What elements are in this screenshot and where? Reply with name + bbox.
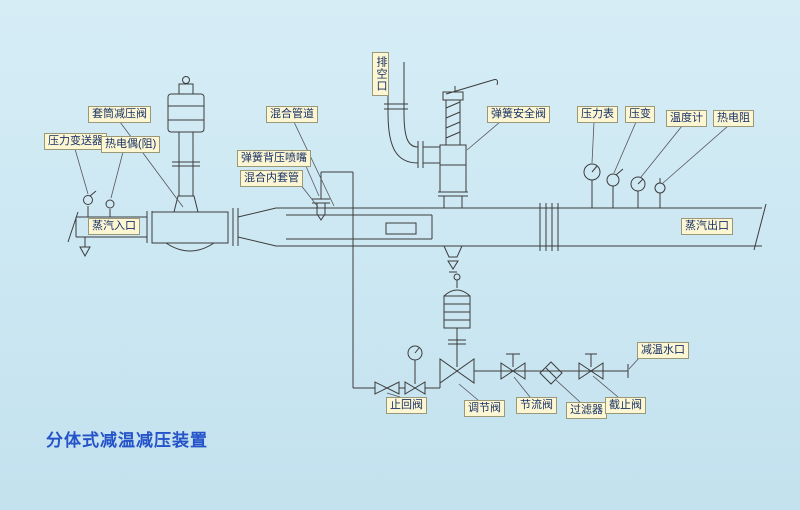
label-stop-valve: 截止阀	[605, 397, 646, 414]
mixing-nozzle-and-riser	[312, 171, 375, 389]
label-mixing-inner-sleeve: 混合内套管	[240, 170, 303, 187]
label-steam-outlet: 蒸汽出口	[681, 218, 733, 235]
label-pressure-gauge: 压力表	[577, 106, 618, 123]
main-steam-pipe	[67, 203, 767, 251]
label-spring-backpressure-nozzle: 弹簧背压喷嘴	[237, 150, 311, 167]
label-pressure-transducer: 压变	[625, 106, 655, 123]
inlet-instruments	[79, 190, 115, 258]
label-mixing-pipe: 混合管道	[266, 106, 318, 123]
label-strainer: 过滤器	[566, 402, 607, 419]
outlet-instruments	[583, 163, 666, 208]
diagram-title: 分体式减温减压装置	[46, 431, 208, 450]
label-pressure-transmitter: 压力变送器	[44, 133, 107, 150]
label-control-valve: 调节阀	[464, 400, 505, 417]
cooling-water-line	[374, 273, 629, 395]
label-vent-port: 排空口	[372, 52, 389, 96]
label-spring-safety-valve: 弹簧安全阀	[487, 106, 550, 123]
label-thermometer: 温度计	[666, 110, 707, 127]
label-steam-inlet: 蒸汽入口	[88, 218, 140, 235]
label-cooling-water-inlet: 减温水口	[637, 342, 689, 359]
spring-safety-valve-assembly	[384, 62, 498, 273]
label-throttle-valve: 节流阀	[516, 397, 557, 414]
label-sleeve-prv: 套筒减压阀	[88, 106, 151, 123]
label-rtd: 热电阻	[713, 110, 754, 127]
label-leader-lines	[74, 121, 729, 403]
label-thermocouple: 热电偶(阻)	[101, 136, 161, 153]
label-check-valve: 止回阀	[386, 397, 427, 414]
pressure-reducing-valve	[151, 76, 229, 252]
